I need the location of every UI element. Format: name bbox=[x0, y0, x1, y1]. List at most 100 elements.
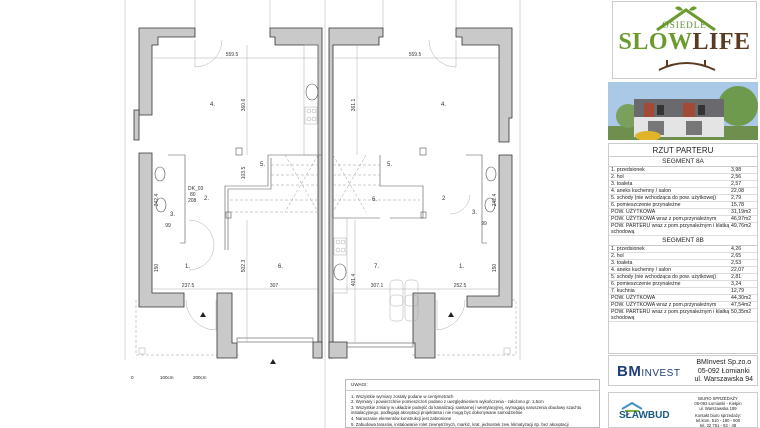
row-label: 4. aneks kuchenny / salon bbox=[611, 188, 671, 194]
staircase bbox=[230, 154, 420, 213]
scale-label: 200cm bbox=[193, 375, 207, 380]
dim-left-room6-width: 307 bbox=[270, 283, 279, 289]
dim-top-right-width: 559.5 bbox=[409, 52, 422, 58]
dim-left-room4-height: 360.6 bbox=[241, 99, 247, 112]
row-value: 3,24 bbox=[731, 281, 742, 287]
house-render-image bbox=[608, 82, 758, 140]
bminvest-logo-bm: BM bbox=[617, 363, 642, 380]
row-value: 47,54m2 bbox=[731, 302, 752, 308]
dim-right-room4-height: 361.1 bbox=[351, 99, 357, 112]
dim-right-room7-height: 401.4 bbox=[351, 274, 357, 287]
row-value: 2,53 bbox=[731, 260, 742, 266]
row-label: 6. pomieszczenie przynależne bbox=[611, 202, 681, 208]
notes-box: UWAGI: 1. Wszystkie wymiary zostały poda… bbox=[345, 379, 600, 428]
note-item: 2. Wymiary i powierzchnie pomieszczeń po… bbox=[351, 399, 544, 405]
segment-title: SEGMENT 8A bbox=[609, 157, 757, 167]
osiedle-slowlife-logo: OSIEDLE SLOWLIFE bbox=[612, 1, 757, 79]
entrance-markers bbox=[200, 312, 454, 364]
contact-phone: tel. 22 751 - 53 - 48 bbox=[699, 423, 737, 428]
row-value: 2,65 bbox=[731, 253, 742, 259]
axis-lines bbox=[124, 0, 521, 428]
contact-phone: tel.kom. 510 - 190 - 900 bbox=[695, 418, 741, 423]
bminvest-box: BMINVEST BMInvest Sp.zo.o 05-092 Łomiank… bbox=[608, 355, 758, 386]
row-value: 49,76m2 bbox=[731, 223, 752, 229]
row-label: 2. hol bbox=[611, 174, 624, 180]
table-title: RZUT PARTERU bbox=[609, 144, 757, 157]
dim-right-room1-width: 252.5 bbox=[454, 283, 467, 289]
row-label: 6. pomieszczenie przynależne bbox=[611, 281, 681, 287]
row-value: 2,56 bbox=[731, 174, 742, 180]
dimension-labels: 559.5 559.5 360.6 361.1 103.5 502.3 307 … bbox=[154, 52, 498, 289]
dim-left-stair-offset: 103.5 bbox=[241, 167, 247, 180]
dim-top-left-width: 559.5 bbox=[226, 52, 239, 58]
row-value: 3,98 bbox=[731, 167, 742, 173]
office-line: 05-092 Łomianki - Kiełpin bbox=[694, 401, 742, 406]
table-row: POW. UŻYTKOWA wraz z pom.przynależnym 47,… bbox=[609, 302, 757, 309]
room-label: 6. bbox=[278, 264, 283, 270]
dim-right-room7-width: 307.1 bbox=[371, 283, 384, 289]
row-label: POW. PARTERU wraz z pom.przynależnym i k… bbox=[611, 309, 730, 321]
row-label: 3. toaleta bbox=[611, 260, 633, 266]
office-title: BIURO SPRZEDAŻY bbox=[698, 396, 738, 401]
row-label: 1. przedsionek bbox=[611, 167, 645, 173]
row-label: 5. schody (nie wchodząca do pow. użytkow… bbox=[611, 195, 716, 201]
room-label: 5. bbox=[260, 162, 265, 168]
address-line: BMInvest Sp.zo.o bbox=[696, 359, 752, 366]
room-label: 4. bbox=[441, 102, 446, 108]
walls-right-segment bbox=[328, 27, 513, 359]
room-label: 6. bbox=[372, 197, 377, 203]
slawbud-roof-icon bbox=[621, 401, 643, 412]
doors bbox=[185, 39, 471, 331]
room-labels: 1. 2. 3. 4. 5. 6. 1. 2 3. 4. 5. 6. 7. DK… bbox=[170, 102, 477, 270]
sales-office-info: BIURO SPRZEDAŻY 05-092 Łomianki - Kiełpi… bbox=[683, 396, 753, 428]
dim-left-room1-width: 237.5 bbox=[182, 283, 195, 289]
dim-left-room1-height: 150 bbox=[154, 264, 160, 273]
row-value: 44,30m2 bbox=[731, 295, 752, 301]
slawbud-logo: SŁAWBUD bbox=[619, 410, 670, 421]
table-row: 5. schody (nie wchodząca do pow. użytkow… bbox=[609, 195, 757, 202]
office-line: ul. Warszawska 189 bbox=[699, 406, 737, 411]
dimension-lines bbox=[152, 45, 499, 342]
room-label: 5. bbox=[387, 162, 392, 168]
table-row: 5. schody (nie wchodząca do pow. użytkow… bbox=[609, 274, 757, 281]
logo-slow: SLOW bbox=[618, 29, 693, 55]
room-label: 1. bbox=[459, 264, 464, 270]
room-label: 7. bbox=[374, 264, 379, 270]
row-label: POW. UŻYTKOWA bbox=[611, 295, 656, 301]
note-item: 4. Naruszanie elementów konstrukcji jest… bbox=[351, 415, 452, 421]
row-value: 2,57 bbox=[731, 181, 742, 187]
row-label: POW. UŻYTKOWA wraz z pom.przynależnym bbox=[611, 302, 717, 308]
room-label: 2. bbox=[204, 196, 209, 202]
house-render-photo bbox=[608, 82, 758, 140]
row-value: 22,07 bbox=[731, 267, 744, 273]
interior-walls bbox=[168, 147, 487, 250]
dim-left-room6-height: 502.3 bbox=[241, 260, 247, 273]
room-label: 2 bbox=[442, 196, 446, 202]
slawbud-box: SŁAWBUD BIURO SPRZEDAŻY 05-092 Łomianki … bbox=[608, 392, 758, 428]
row-value: 2,81 bbox=[731, 274, 742, 280]
dim-left-wc-width: 99 bbox=[165, 223, 171, 229]
terrace-windows bbox=[236, 337, 414, 348]
dim-right-wc-width: 99 bbox=[481, 221, 487, 227]
row-value: 15,78 bbox=[731, 202, 744, 208]
address-line: 05-092 Łomianki bbox=[697, 367, 750, 375]
row-label: POW. PARTERU wraz z pom.przynależnym i k… bbox=[611, 223, 730, 235]
bminvest-address: BMInvest Sp.zo.o 05-092 Łomianki ul. War… bbox=[695, 359, 753, 385]
row-value: 4,26 bbox=[731, 246, 742, 252]
bminvest-logo: BMINVEST bbox=[617, 363, 680, 380]
room-label: 3. bbox=[170, 212, 175, 218]
note-item: 5. Zabudowa tarasów, instalowanie rolet … bbox=[351, 421, 569, 427]
note-item: 3. Wszystkie zmiany w układzie podejść d… bbox=[351, 404, 582, 416]
door-label: 208 bbox=[188, 198, 197, 204]
door-label: DK_03 bbox=[188, 186, 204, 192]
logo-life: LIFE bbox=[692, 29, 751, 55]
room-label: 3. bbox=[472, 210, 477, 216]
row-value: 12,79 bbox=[731, 288, 744, 294]
